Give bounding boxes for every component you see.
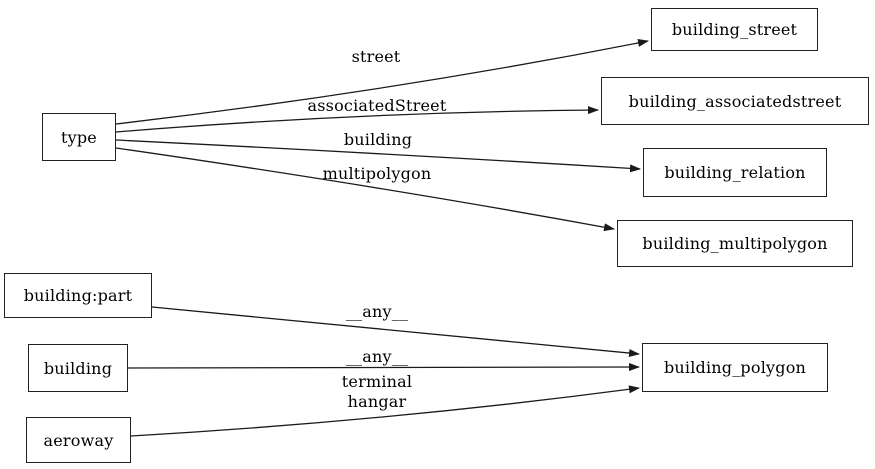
node-building: building [28, 344, 128, 392]
edge-type-building-assocstreet [115, 106, 599, 133]
node-building-street: building_street [651, 8, 818, 51]
node-type: type [42, 113, 116, 161]
edge-type-building-street [115, 39, 649, 125]
node-building-part: building:part [4, 273, 152, 318]
node-building-multipolygon: building_multipolygon [617, 220, 853, 267]
edge-label-building: building [343, 130, 413, 149]
edge-label-any-building: __any__ [345, 347, 409, 366]
edge-building-polygon [127, 363, 640, 372]
node-building-relation: building_relation [643, 148, 827, 197]
node-aeroway: aeroway [26, 417, 131, 463]
edge-label-any-buildingpart: __any__ [345, 302, 409, 321]
edge-aeroway-polygon [130, 385, 640, 437]
edge-type-building-multipolygon [115, 147, 615, 232]
edge-buildingpart-polygon [151, 306, 640, 358]
edge-label-terminal-hangar: terminal hangar [341, 372, 413, 411]
edge-label-associatedstreet: associatedStreet [307, 96, 447, 115]
node-building-polygon: building_polygon [642, 343, 828, 392]
node-building-associatedstreet: building_associatedstreet [601, 77, 869, 125]
edge-label-street: street [351, 47, 401, 66]
edge-label-multipolygon: multipolygon [322, 164, 432, 183]
edge-type-building-relation [115, 139, 641, 173]
